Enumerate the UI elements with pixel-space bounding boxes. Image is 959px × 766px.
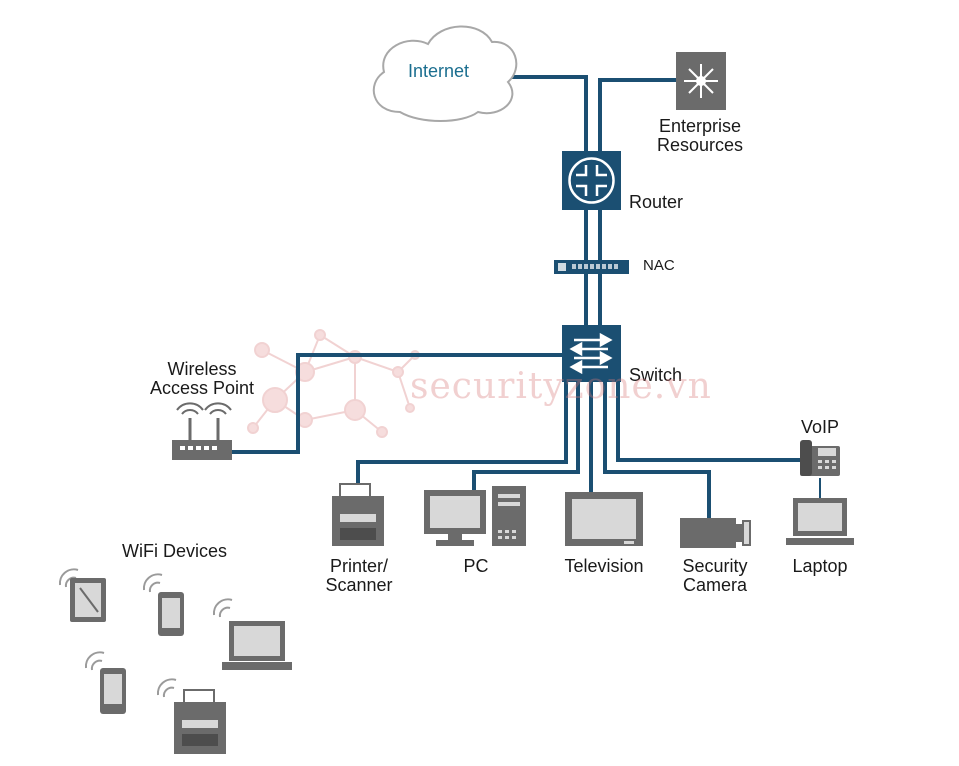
internet-label: Internet [408,61,470,81]
wap-label-line1: Wireless [167,359,237,379]
link-switch-wap [232,353,562,454]
pc-label: PC [463,556,489,576]
router-icon [562,151,621,210]
link-switch-camera [603,382,711,518]
camera-label-line1: Security [682,556,748,576]
enterprise-label-line2: Resources [656,135,744,155]
link-enterprise-router [598,78,677,152]
enterprise-resources-label: Enterprise Resources [650,117,750,155]
wireless-access-point-label: Wireless Access Point [140,360,264,398]
connections [232,75,821,518]
laptop-icon [786,498,854,545]
link-switch-printer [356,382,568,484]
wifi-printer-icon [174,689,226,754]
voip-label: VoIP [800,417,840,437]
printer-scanner-icon [332,483,384,546]
voip-phone-icon [800,440,840,476]
pc-icon [424,486,526,546]
camera-label-line2: Camera [682,575,748,595]
wifi-devices-label: WiFi Devices [122,541,228,561]
wifi-phone-icon [158,592,184,636]
wifi-handheld-icon [100,668,126,714]
nac-label: NAC [643,257,675,274]
security-camera-icon [680,518,751,548]
switch-label: Switch [629,365,683,385]
wifi-laptop-icon [222,621,292,670]
laptop-label: Laptop [792,556,848,576]
router-label: Router [629,192,684,212]
enterprise-resources-icon [676,52,726,110]
television-label: Television [564,556,644,576]
wireless-access-point-icon [172,402,232,460]
enterprise-label-line1: Enterprise [658,116,742,136]
security-camera-label: Security Camera [670,557,760,595]
switch-icon [562,325,621,382]
internet-cloud [372,25,518,122]
nac-icon [554,260,629,274]
wifi-devices-group [58,568,233,698]
link-switch-pc [472,382,580,490]
link-switch-voip [616,382,800,462]
wifi-tablet-icon [70,578,106,622]
link-internet-router [512,75,588,152]
wap-label-line2: Access Point [149,378,255,398]
television-icon [565,492,643,546]
printer-label-line2: Scanner [325,575,393,595]
printer-scanner-label: Printer/ Scanner [314,557,404,595]
watermark-text: securityzone.vn [410,366,712,407]
watermark-graphic [247,329,420,438]
printer-label-line1: Printer/ [329,556,389,576]
